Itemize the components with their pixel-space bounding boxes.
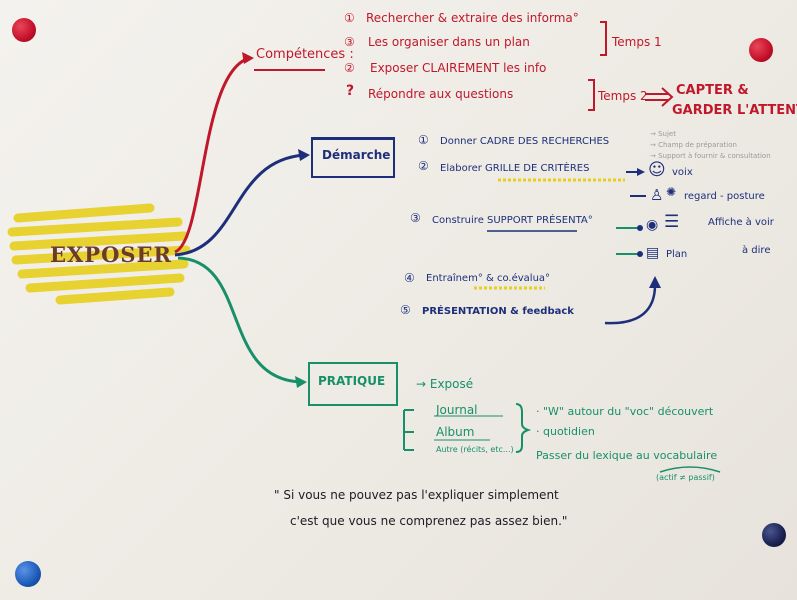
pratique-autre: Autre (récits, etc...) [436,445,514,454]
pratique-album: Album [436,425,475,439]
pratique-title: PRATIQUE [318,374,386,388]
red-arrowhead [242,52,254,64]
yellow-highlight [7,203,191,305]
pratique-note-2: · quotidien [536,425,595,438]
demarche-box [311,137,395,178]
green-arrowhead [295,376,307,388]
competence-4-text: Répondre aux questions [368,87,514,101]
pratique-lexique: Passer du lexique au vocabulaire [536,449,718,462]
eye-icon-support: ◉ [646,217,659,233]
criteria-regard-posture: regard - posture [684,191,765,202]
support-dot-2 [637,251,643,257]
pratique-journal: Journal [436,403,478,417]
center-node-exposer: EXPOSER [50,242,173,267]
competence-1-marker: ① [344,11,355,25]
criteria-voix: voix [672,167,693,178]
demarche-step-3-marker: ③ [410,211,421,225]
feedback-arrowhead [649,276,661,288]
competence-3-text: Exposer CLAIREMENT les info [370,61,547,75]
competences-title: Compétences : [256,47,354,62]
pratique-list-bracket [403,409,414,451]
criteria-arrowhead [637,168,645,176]
demarche-step-5-marker: ⑤ [400,303,411,317]
smiley-icon: ☺ [648,160,666,180]
list-icon: ▤ [646,245,660,261]
competence-4-marker: ? [346,83,355,99]
side-note-2: → Champ de préparation [650,141,737,149]
support-affiche: Affiche à voir [708,217,774,228]
support-plan: Plan [666,249,688,260]
support-dot-1 [637,225,643,231]
support-a-dire: à dire [742,245,771,256]
capter-line-1: CAPTER & [676,83,749,98]
capter-line-2: GARDER L'ATTENT° [672,103,797,118]
competence-2-marker: ③ [344,35,355,49]
poster-icon: ☰ [664,212,680,232]
temps1-bracket [600,21,607,56]
demarche-step-2-marker: ② [418,159,429,173]
demarche-step-2-text: Elaborer GRILLE DE CRITÈRES [440,163,590,174]
blue-branch [174,153,306,257]
pin-top-right [749,38,773,62]
demarche-step-3-text: Construire SUPPORT PRÉSENTA° [432,215,593,226]
demarche-step-4-marker: ④ [404,271,415,285]
side-note-1: → Sujet [650,130,676,138]
demarche-step-5-text: PRÉSENTATION & feedback [422,306,574,317]
demarche-step-1-marker: ① [418,133,429,147]
pratique-lexique-sub: (actif ≠ passif) [656,473,715,482]
demarche-step-4-text: Entraînem° & co.évalua° [426,273,551,284]
pin-top-left [12,18,36,42]
feedback-return-arrow [604,284,657,325]
quote-line-1: " Si vous ne pouvez pas l'expliquer simp… [274,488,559,502]
pratique-notes-brace [515,403,532,453]
pratique-note-1: · "W" autour du "voc" découvert [536,405,714,418]
pratique-box [308,362,398,406]
pin-bottom-right [762,523,786,547]
temps2-label: Temps 2 [598,89,648,103]
eye-icon: ✺ [666,185,677,199]
red-branch [174,56,251,254]
competence-2-text: Les organiser dans un plan [368,35,530,49]
person-icon: ♙ [650,186,664,204]
competence-3-marker: ② [344,61,355,75]
demarche-step-1-text: Donner CADRE DES RECHERCHES [440,136,610,147]
competence-1-text: Rechercher & extraire des informa° [366,11,579,25]
pratique-expose: → Exposé [416,377,474,391]
lexique-arrows [659,466,721,473]
quote-line-2: c'est que vous ne comprenez pas assez bi… [290,514,568,528]
demarche-title: Démarche [322,148,391,162]
blue-arrowhead [298,149,310,161]
temps2-bracket [588,79,595,111]
green-branch [177,256,303,384]
pin-bottom-left [15,561,41,587]
capter-arrow-head [661,87,674,107]
side-note-3: → Support à fournir & consultation [650,152,771,160]
temps1-label: Temps 1 [612,35,662,49]
